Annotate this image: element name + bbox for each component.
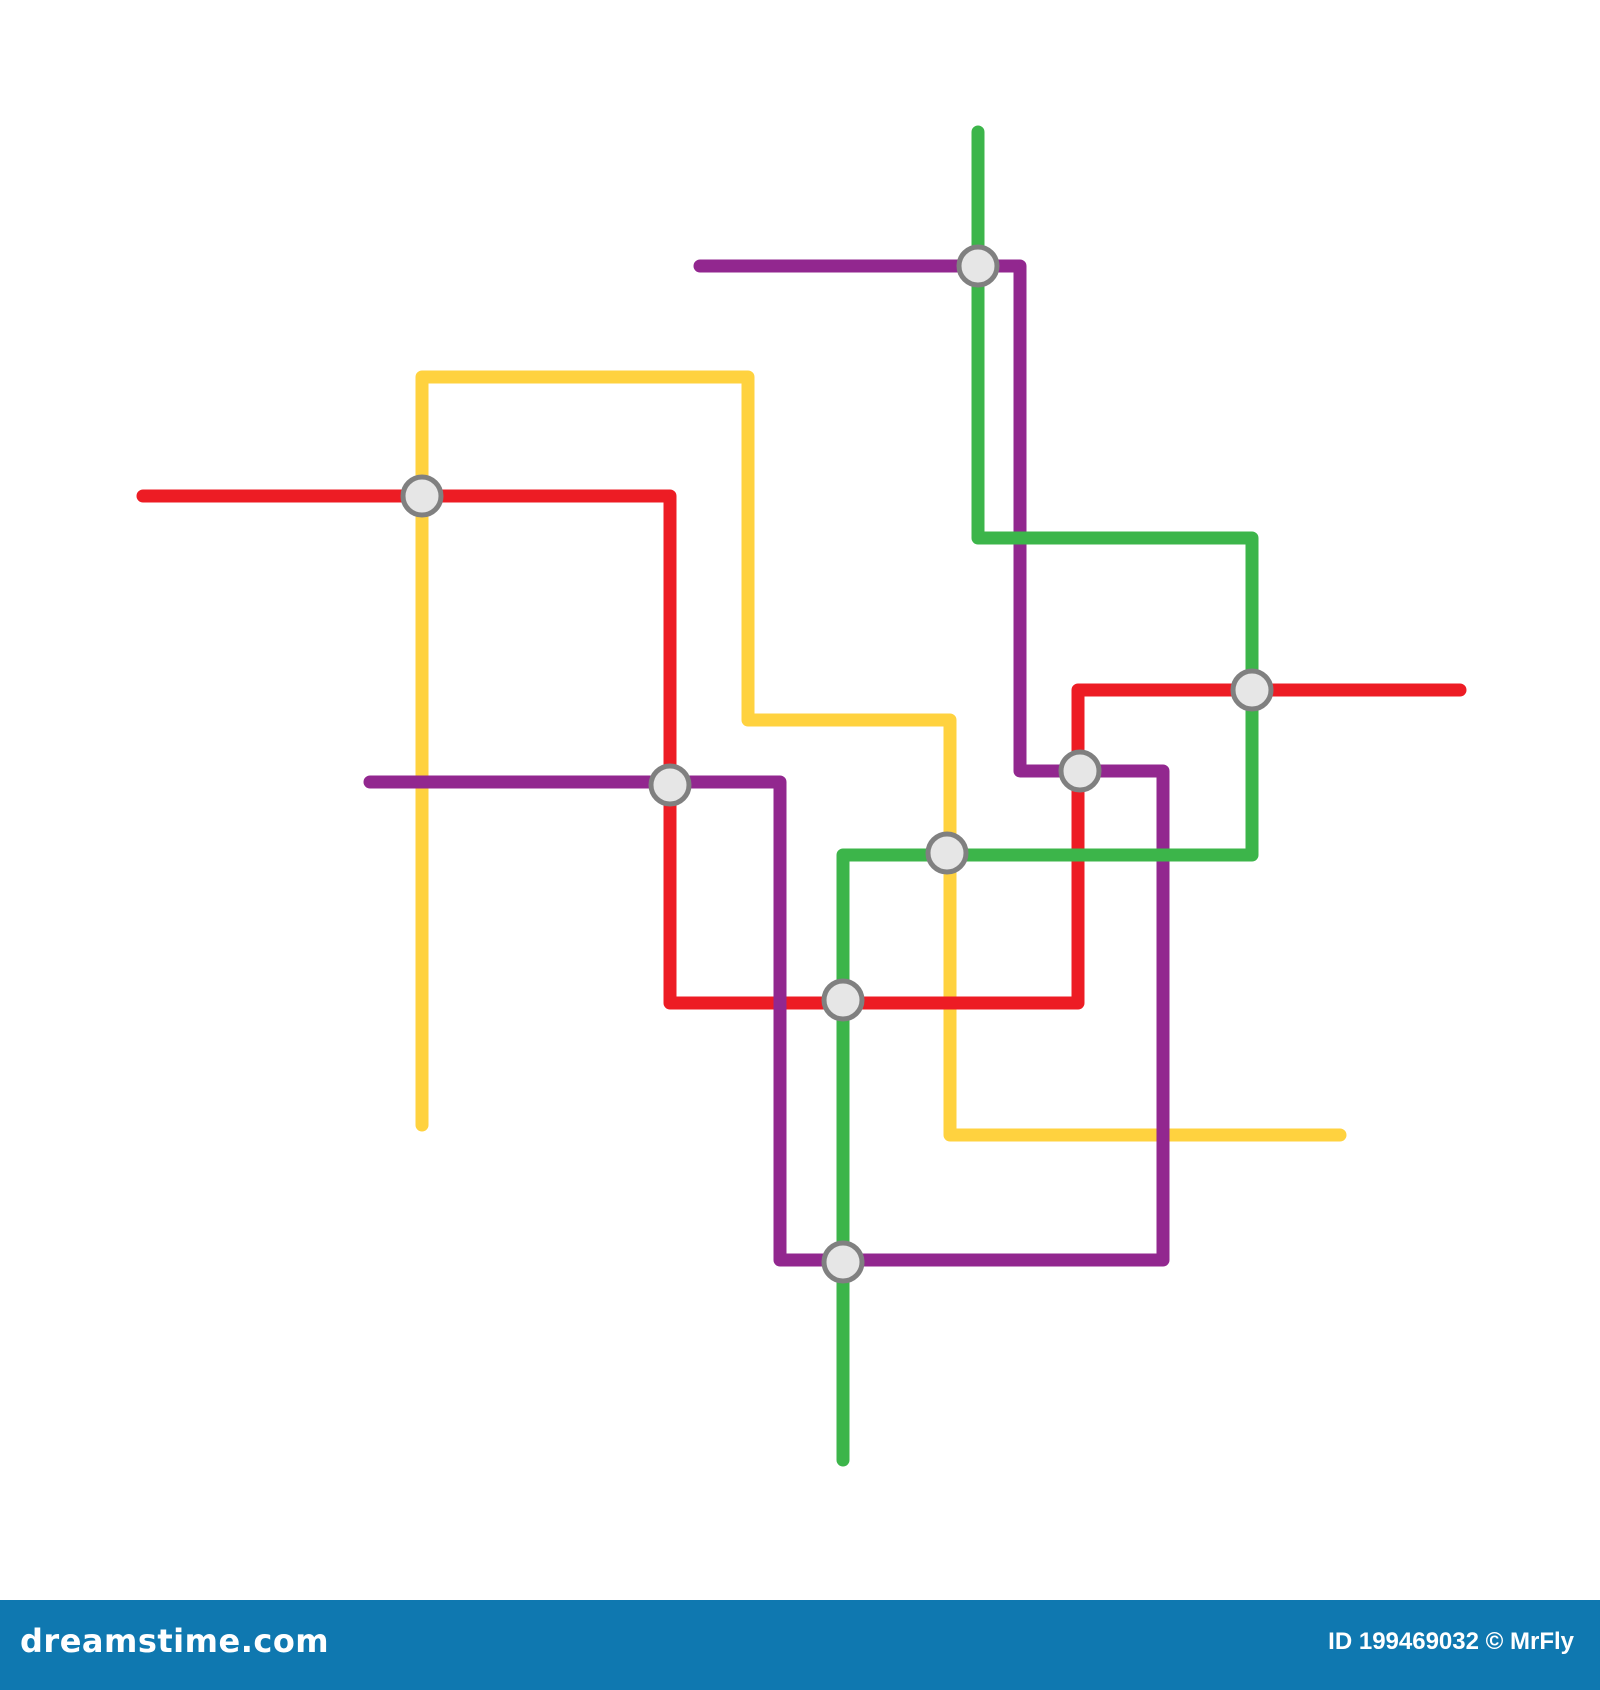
- purple-line: [363, 259, 1170, 1267]
- station-interchange-icon: [925, 831, 969, 875]
- station-interchange-icon: [648, 763, 692, 807]
- station-interchange-icon: [400, 474, 444, 518]
- station-interchange-icon: [821, 978, 865, 1022]
- station-interchange-icon: [1230, 668, 1274, 712]
- brand-logo: dreamstime.com: [20, 1622, 330, 1660]
- transit-map: [136, 125, 1467, 1467]
- yellow-line: [415, 370, 1347, 1142]
- station-interchange-icon: [1058, 749, 1102, 793]
- station-interchange-icon: [821, 1240, 865, 1284]
- footer-bar: dreamstime.com ID 199469032 © MrFly: [0, 1600, 1600, 1690]
- red-line: [136, 489, 1467, 1010]
- image-credit: ID 199469032 © MrFly: [1328, 1628, 1574, 1655]
- station-interchange-icon: [956, 244, 1000, 288]
